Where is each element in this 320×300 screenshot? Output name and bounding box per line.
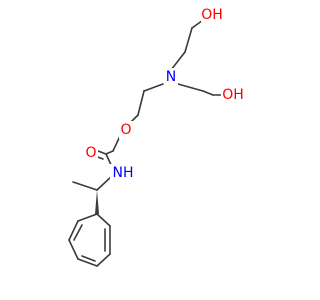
atom-labels: OH OH N O O NH — [84, 7, 244, 182]
bond-c-c-top-right — [184, 27, 193, 53]
ring-bond-3 — [68, 239, 79, 260]
oh-top-label: OH — [201, 7, 223, 23]
bond-c-c-left — [137, 90, 145, 116]
ring-bond-5 — [96, 253, 111, 267]
bonds — [68, 17, 225, 267]
stereo-hash-wedge — [95, 190, 99, 214]
bond-c-methyl — [72, 181, 98, 191]
ring-double-1 — [73, 224, 83, 241]
ring-bond-1 — [77, 213, 98, 222]
bond-c-c-carbonyl — [105, 150, 114, 155]
bond-n-c-right — [177, 83, 204, 92]
bond-n-c-chiral — [96, 175, 113, 191]
molecule-diagram: OH OH N O O NH — [68, 7, 244, 267]
o-carbonyl-label: O — [85, 145, 96, 161]
nh-amide-label: NH — [113, 165, 134, 181]
ring-double-2 — [81, 255, 96, 262]
ring-bond-2 — [68, 220, 79, 241]
o-ether-label: O — [120, 122, 131, 138]
bond-n-c-left — [143, 83, 164, 92]
oh-right-label: OH — [222, 87, 244, 103]
bond-c-n-top — [170, 51, 186, 71]
ring-bond-7 — [96, 213, 111, 227]
structure-canvas: OH OH N O O NH — [68, 7, 244, 267]
ring-bond-4 — [77, 258, 98, 267]
bond-c-c-right — [202, 90, 214, 96]
bond-c-o-carbonyl-1 — [97, 150, 107, 155]
n-amine-label: N — [166, 69, 176, 85]
